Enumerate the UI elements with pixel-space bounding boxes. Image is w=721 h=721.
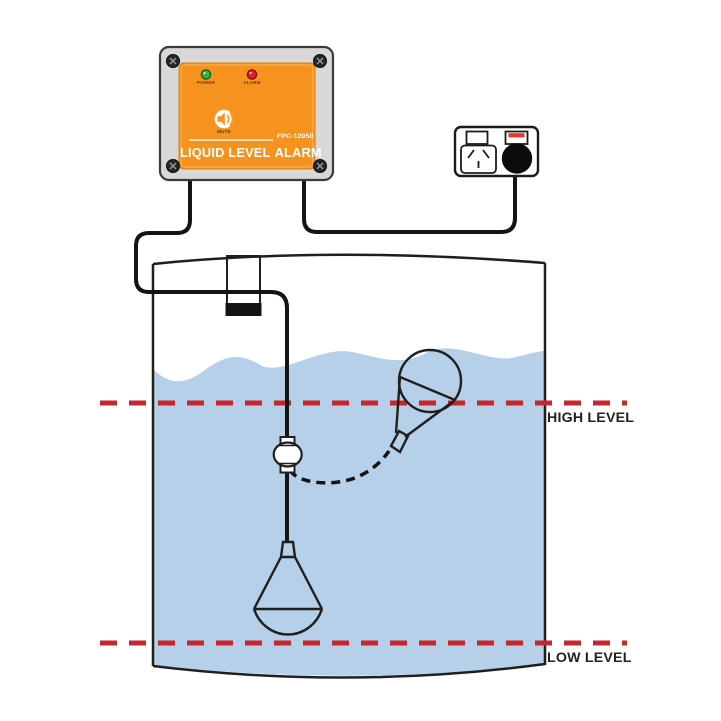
alarm-led-label: ALARM [243, 80, 261, 85]
power-plug-icon [501, 143, 533, 174]
alarm-led [246, 69, 258, 80]
alarm-control-box [158, 45, 335, 182]
screw-icon [313, 159, 327, 173]
alarm-box-title-liquid-level: LIQUID LEVEL [180, 145, 271, 160]
outlet-socket [460, 144, 497, 174]
tank-water [154, 348, 544, 676]
low-float-switch [252, 540, 324, 636]
power-led [200, 69, 212, 80]
model-number: FPC-12050 [277, 132, 314, 140]
mute-button-label: MUTE [217, 129, 231, 134]
screw-icon [166, 159, 180, 173]
socket-pin-slots [467, 149, 490, 168]
inlet-pipe-cap [225, 303, 262, 316]
power-led-glint [203, 71, 206, 75]
alarm-led-glint [249, 71, 252, 75]
inlet-pipe [226, 255, 261, 305]
power-led-label: POWER [196, 80, 216, 85]
alarm-box-panel [178, 62, 316, 170]
sensor-cable [134, 179, 289, 437]
outlet-switch-left [465, 130, 489, 145]
tank-outline [151, 253, 547, 679]
switch-indicator [508, 133, 525, 138]
power-cord [302, 172, 517, 234]
panel-highlight [180, 64, 314, 168]
wall-outlet [453, 125, 540, 178]
mute-button [214, 109, 234, 129]
alarm-box-title-alarm: ALARM [274, 145, 322, 160]
cable-weight-float [272, 436, 303, 474]
speaker-mute-icon [217, 112, 225, 126]
speaker-waves-icon [226, 112, 234, 126]
high-float-switch [389, 348, 463, 454]
screw-icon [313, 54, 327, 68]
low-level-label: LOW LEVEL [547, 650, 632, 666]
high-level-label: HIGH LEVEL [547, 410, 635, 426]
screw-icon [166, 54, 180, 68]
